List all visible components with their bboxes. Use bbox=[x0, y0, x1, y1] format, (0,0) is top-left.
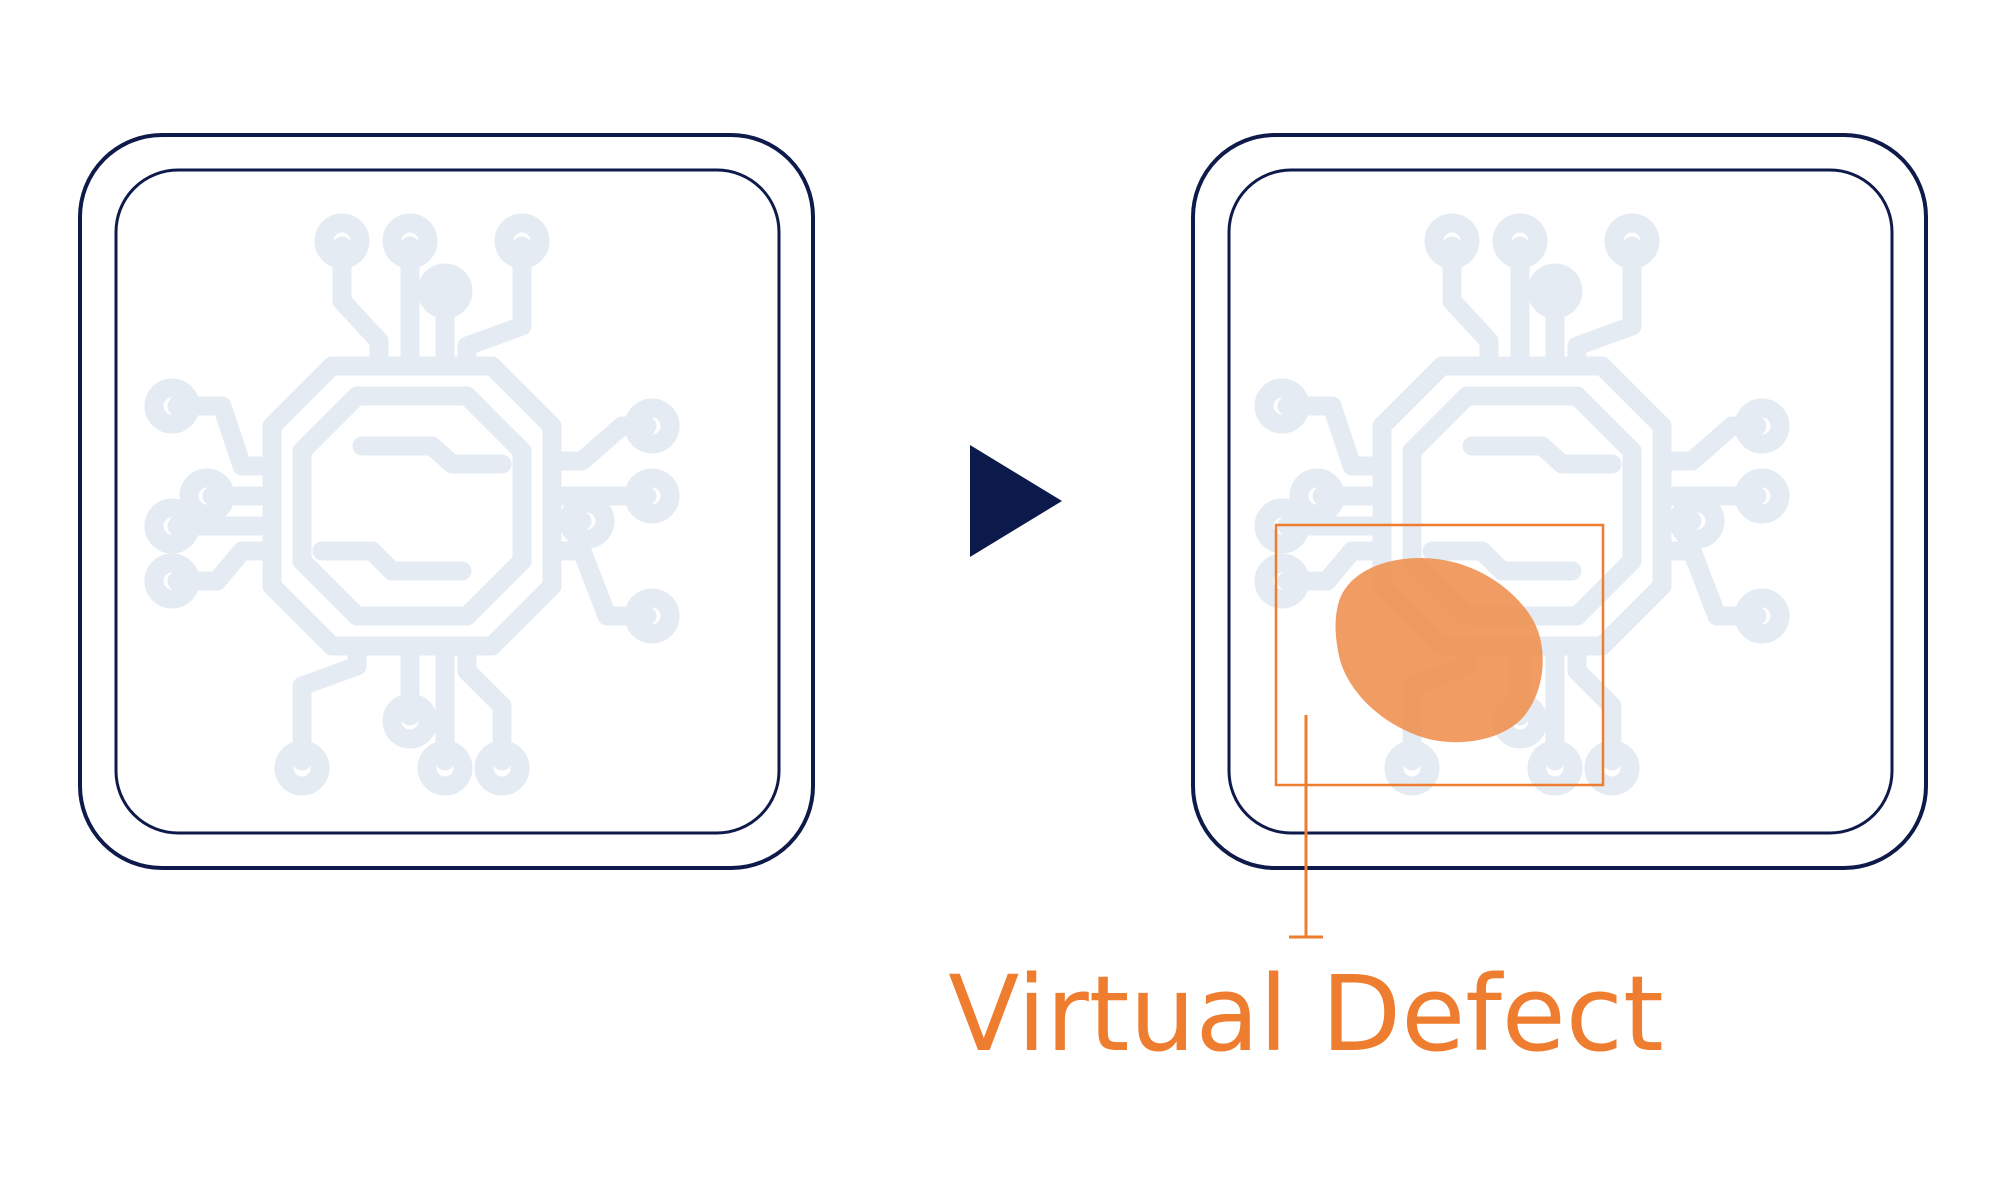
defect-label: Virtual Defect bbox=[948, 953, 1664, 1075]
panel-inner-frame bbox=[1227, 168, 1894, 835]
original-chip-panel bbox=[78, 133, 815, 870]
panel-outer-frame bbox=[1191, 133, 1928, 870]
defect-blob bbox=[1335, 558, 1543, 743]
play-triangle-icon bbox=[970, 445, 1062, 557]
panel-outer-frame bbox=[78, 133, 815, 870]
defect-bounding-box bbox=[1274, 523, 1605, 787]
chip-icon bbox=[154, 223, 670, 786]
defect-chip-panel bbox=[1191, 133, 1928, 939]
panel-inner-frame bbox=[114, 168, 781, 835]
